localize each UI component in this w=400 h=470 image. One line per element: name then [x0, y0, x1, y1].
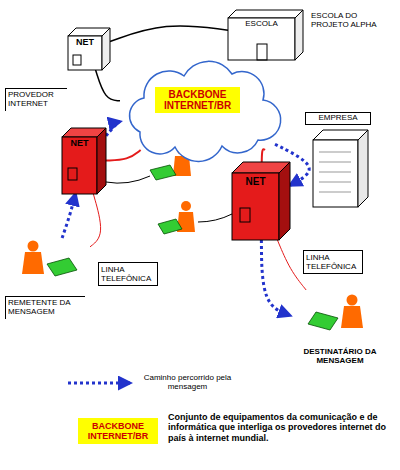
receiver-label: DESTINATÁRIO DA MENSAGEM — [290, 348, 390, 366]
drawing-part — [232, 173, 279, 240]
drawing-part — [130, 61, 281, 161]
drawing-part — [28, 241, 39, 252]
building-caption: ESCOLA DO PROJETO ALPHA — [311, 12, 386, 30]
message-path — [106, 122, 120, 136]
company-building: EMPRESA — [305, 112, 373, 207]
sender-figure: REMETENTE DA MENSAGEM — [5, 238, 90, 323]
drawing-part — [181, 201, 191, 211]
legend-text: Conjunto de equipamentos da comunicação … — [168, 412, 396, 443]
sender-label: REMETENTE DA MENSAGEM — [5, 296, 85, 319]
drawing-part — [295, 10, 303, 60]
legend-line-sample — [68, 382, 130, 385]
legend-text: Caminho percorrido pela mensagem — [140, 373, 235, 391]
drawing-part — [73, 55, 81, 65]
drawing-part — [97, 128, 106, 194]
building-label: EMPRESA — [305, 112, 371, 125]
network-line — [106, 150, 141, 161]
drawing-part — [308, 312, 338, 330]
backbone-cloud: BACKBONE INTERNET/BR — [120, 60, 275, 150]
message-path — [261, 240, 290, 315]
drawing-part — [257, 44, 267, 60]
drawing-part — [68, 36, 102, 70]
phone-line — [277, 240, 306, 290]
backbone-label: BACKBONE INTERNET/BR — [155, 87, 240, 113]
drawing-part — [68, 168, 77, 180]
drawing-part — [341, 306, 363, 328]
drawing-part — [319, 152, 351, 153]
drawing-part — [102, 28, 110, 70]
message-path — [62, 194, 75, 238]
network-line — [96, 70, 120, 101]
drawing-part — [319, 192, 351, 193]
drawing-part — [22, 252, 44, 274]
server-label: NET — [232, 176, 279, 187]
drawing-part — [150, 165, 176, 180]
net-server-shape — [232, 162, 290, 240]
receiver-figure-shape — [290, 290, 395, 380]
net-server: NET — [68, 28, 110, 70]
building-label: ESCOLA — [228, 20, 295, 29]
drawing-part — [240, 208, 250, 222]
swatch-label: BACKBONE INTERNET/BR — [78, 421, 158, 442]
drawing-part — [319, 182, 351, 183]
drawing-part — [358, 130, 368, 207]
network-line — [262, 149, 265, 162]
network-line — [110, 26, 228, 42]
school-building: ESCOLAESCOLA DO PROJETO ALPHA — [228, 10, 303, 60]
drawing-part — [106, 176, 150, 183]
drawing-part — [158, 219, 182, 234]
drawing-part — [198, 214, 232, 222]
drawing-part — [319, 172, 351, 173]
line-callout: LINHA TELEFÔNICA — [98, 262, 158, 286]
drawing-part — [313, 130, 368, 207]
net-server: NET — [232, 162, 290, 240]
drawing-part — [347, 295, 358, 306]
drawing-part — [228, 10, 303, 18]
drawing-part — [313, 140, 358, 207]
server-label: NET — [62, 139, 97, 149]
user-figure — [158, 201, 232, 234]
provider-callout: PROVEDOR INTERNET — [5, 88, 67, 111]
drawing-part — [228, 18, 295, 60]
provider-server: PROVEDOR INTERNETNET — [62, 128, 106, 194]
school-building-shape — [228, 10, 303, 60]
server-label: NET — [68, 38, 102, 48]
drawing-part — [279, 162, 290, 240]
net-server-shape — [68, 28, 110, 70]
drawing-part — [319, 162, 351, 163]
drawing-part — [62, 137, 97, 194]
phone-line — [90, 194, 101, 247]
provider-server-shape — [62, 128, 106, 194]
line-callout: LINHA TELEFÔNICA — [303, 250, 363, 274]
drawing-part — [47, 258, 77, 276]
company-building-shape — [305, 112, 373, 207]
receiver-figure: DESTINATÁRIO DA MENSAGEM — [290, 290, 395, 380]
